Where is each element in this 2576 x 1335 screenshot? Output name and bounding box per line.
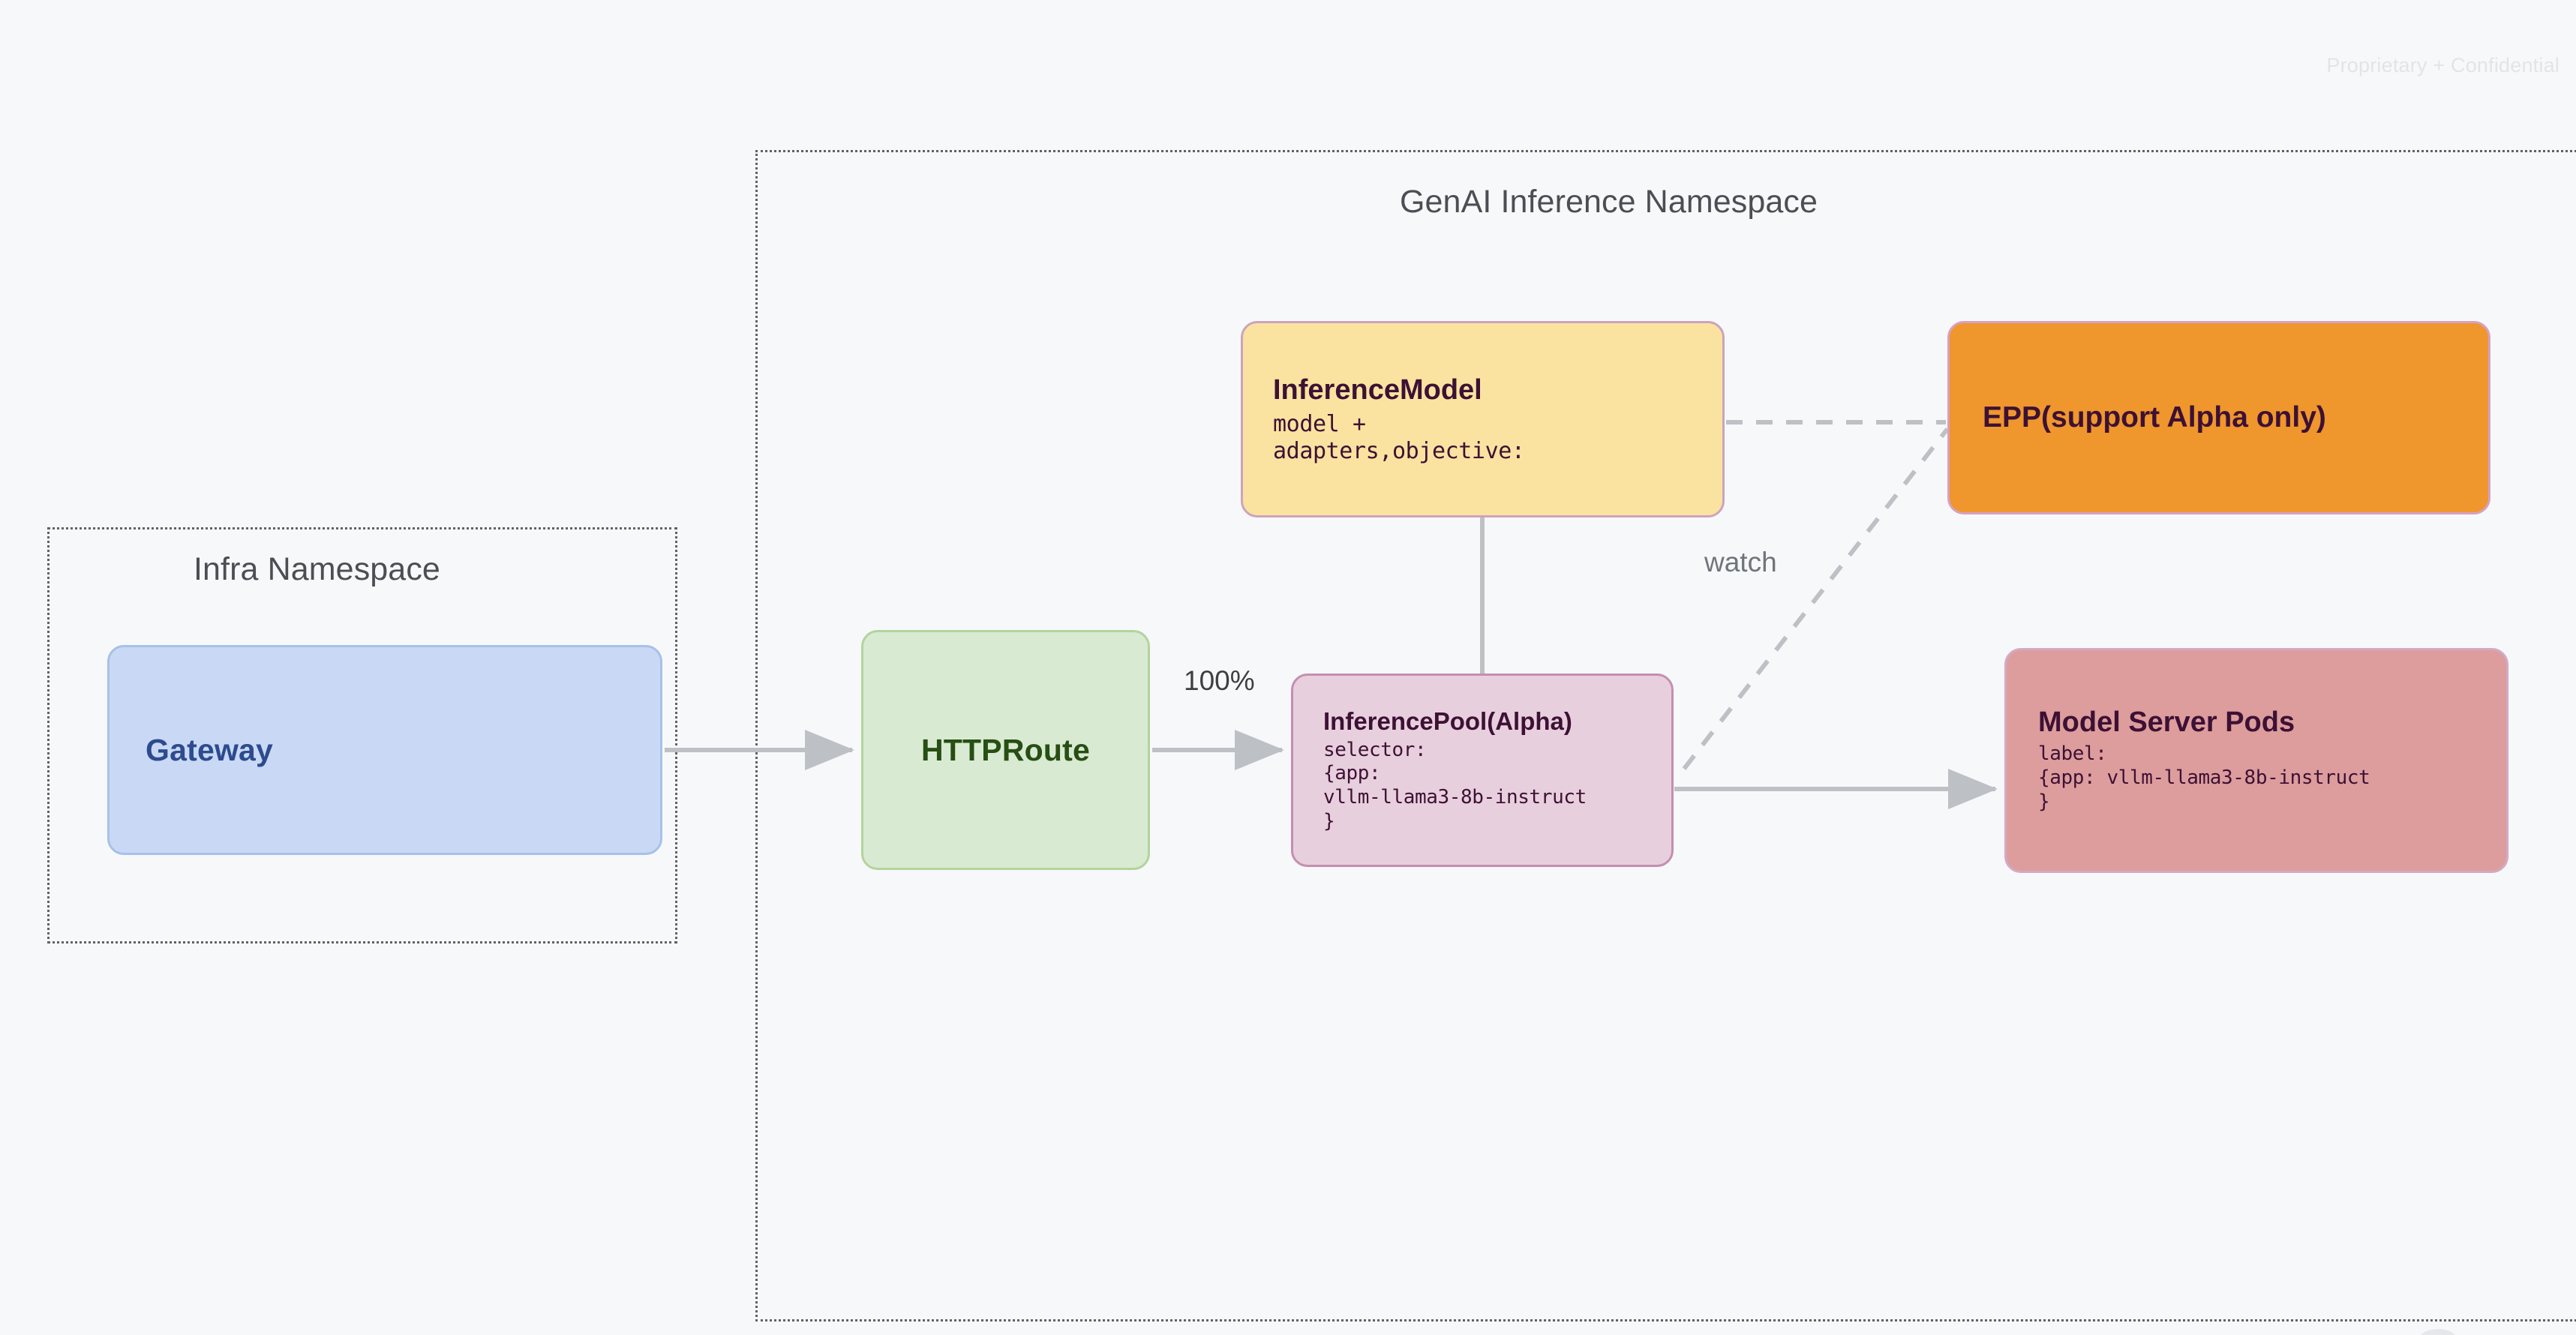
node-gateway-title: Gateway — [146, 732, 274, 767]
genai-namespace-title: GenAI Inference Namespace — [1400, 184, 1818, 220]
node-httproute[interactable]: HTTPRoute — [861, 630, 1150, 870]
node-inferencepool[interactable]: InferencePool(Alpha) selector: {app: vll… — [1291, 674, 1674, 867]
node-model-server-pods-body: label: {app: vllm-llama3-8b-instruct } — [2038, 742, 2370, 813]
node-gateway[interactable]: Gateway — [107, 645, 662, 855]
node-inferencemodel-body: model + adapters,objective: — [1273, 411, 1525, 464]
edge-label-watch: watch — [1704, 547, 1777, 578]
node-inferencepool-title: InferencePool(Alpha) — [1323, 706, 1572, 735]
node-httproute-title: HTTPRoute — [921, 732, 1090, 767]
genai-namespace-container — [755, 150, 2576, 1322]
node-model-server-pods-title: Model Server Pods — [2038, 706, 2295, 739]
node-epp-title: EPP(support Alpha only) — [1983, 401, 2326, 434]
confidential-watermark: Proprietary + Confidential — [2326, 54, 2559, 76]
node-epp[interactable]: EPP(support Alpha only) — [1947, 321, 2490, 514]
infra-namespace-container — [47, 527, 677, 944]
node-inferencepool-body: selector: {app: vllm-llama3-8b-instruct … — [1323, 738, 1587, 832]
corner-logo-mark — [2421, 1329, 2455, 1335]
node-inferencemodel-title: InferenceModel — [1273, 374, 1482, 406]
node-model-server-pods[interactable]: Model Server Pods label: {app: vllm-llam… — [2004, 648, 2508, 873]
edge-label-traffic-weight: 100% — [1184, 665, 1255, 696]
node-inferencemodel[interactable]: InferenceModel model + adapters,objectiv… — [1241, 321, 1725, 518]
infra-namespace-title: Infra Namespace — [194, 551, 440, 587]
